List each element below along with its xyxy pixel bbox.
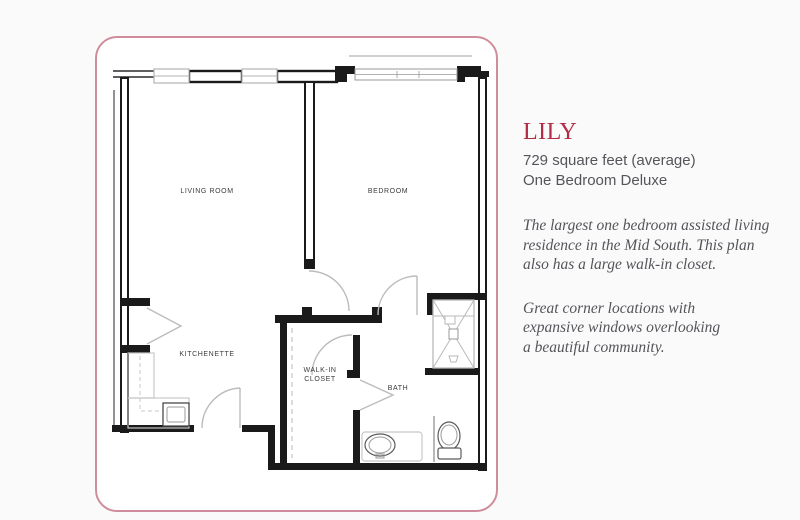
room-label-closet: CLOSET bbox=[304, 376, 336, 383]
wall-shower-bottom bbox=[425, 368, 479, 375]
wall-top-segment-2 bbox=[275, 69, 339, 84]
wall-bottom-lower bbox=[268, 463, 487, 470]
walk-in-closet-door-arc bbox=[311, 334, 353, 376]
window-bedroom-bay bbox=[349, 55, 472, 81]
wall-closet-top bbox=[275, 315, 382, 323]
shower bbox=[432, 299, 475, 369]
window-living-2 bbox=[241, 68, 278, 84]
bath-door-arc bbox=[377, 275, 418, 316]
wall-divider-living-bedroom bbox=[304, 81, 315, 269]
wall-top-segment-1 bbox=[187, 69, 244, 84]
room-label-living-room: LIVING ROOM bbox=[180, 188, 233, 195]
unit-info-panel: LILY 729 square feet (average) One Bedro… bbox=[523, 118, 785, 357]
wall-closet-left bbox=[280, 323, 287, 463]
wall-right-exterior bbox=[478, 77, 487, 471]
unit-size: 729 square feet (average) bbox=[523, 152, 696, 169]
entry-door-arc bbox=[201, 387, 241, 429]
description-line: residence in the Mid South. This plan bbox=[523, 236, 755, 254]
unit-meta: 729 square feet (average) One Bedroom De… bbox=[523, 151, 785, 191]
jamb-bedroom-door bbox=[302, 307, 312, 315]
room-label-bedroom: BEDROOM bbox=[368, 188, 408, 195]
unit-description-1: The largest one bedroom assisted living … bbox=[523, 216, 785, 275]
bathroom-vanity-sink bbox=[361, 431, 423, 462]
room-label-bath: BATH bbox=[388, 385, 409, 392]
floor-plan-card: LIVING ROOM BEDROOM KITCHENETTE WALK-IN … bbox=[95, 36, 498, 512]
floor-plan-drawing: LIVING ROOM BEDROOM KITCHENETTE WALK-IN … bbox=[112, 55, 489, 471]
wall-step-right bbox=[457, 66, 489, 82]
room-label-walk-in: WALK-IN bbox=[303, 367, 336, 374]
jamb-kitchen-closet-bottom bbox=[122, 345, 150, 353]
jamb-closet-bath-top bbox=[347, 370, 360, 378]
description-line: expansive windows overlooking bbox=[523, 319, 721, 336]
wall-step-left bbox=[335, 66, 355, 82]
unit-name: LILY bbox=[523, 119, 578, 145]
window-living-1 bbox=[153, 68, 190, 84]
jamb-bath-top bbox=[427, 300, 433, 315]
description-line: Great corner locations with bbox=[523, 299, 696, 317]
jamb-bath-door bbox=[372, 307, 382, 315]
description-line: The largest one bedroom assisted living bbox=[523, 217, 770, 234]
wall-top-left-wing bbox=[113, 70, 154, 78]
description-line: a beautiful community. bbox=[523, 338, 665, 356]
wall-divider-cap bbox=[305, 259, 314, 268]
wall-bottom-entry-right bbox=[242, 425, 275, 432]
room-label-kitchenette: KITCHENETTE bbox=[179, 351, 234, 358]
kitchen-sink bbox=[162, 402, 190, 427]
closet-bath-door bbox=[359, 379, 395, 411]
description-line: also has a large walk-in closet. bbox=[523, 256, 717, 273]
wall-bath-top bbox=[427, 293, 486, 300]
wall-left-exterior bbox=[120, 77, 129, 433]
jamb-kitchen-closet-top bbox=[122, 298, 150, 306]
toilet bbox=[437, 421, 462, 460]
wall-closet-bath-upper bbox=[353, 335, 360, 378]
unit-type: One Bedroom Deluxe bbox=[523, 172, 668, 189]
wall-closet-bath-lower bbox=[353, 410, 360, 463]
unit-description-2: Great corner locations with expansive wi… bbox=[523, 299, 785, 358]
bedroom-door-arc bbox=[308, 270, 350, 312]
wall-bottom-step bbox=[268, 432, 275, 463]
kitchen-closet-door bbox=[146, 307, 183, 345]
